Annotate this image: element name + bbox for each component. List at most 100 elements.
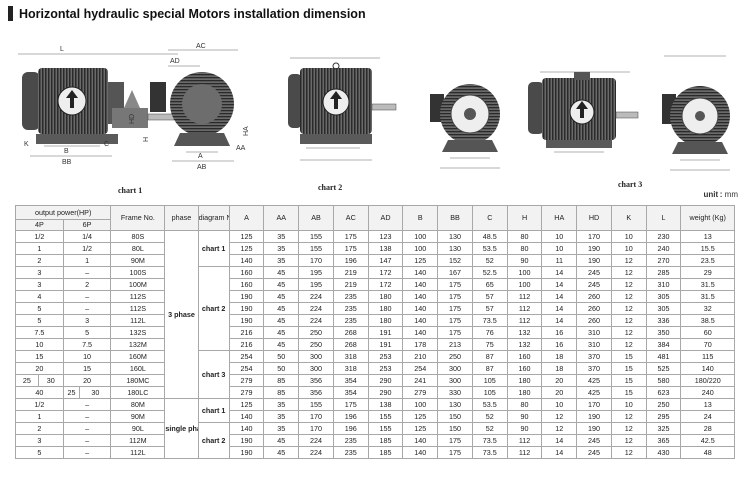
cell-4p: 40 (15, 386, 64, 399)
cell-dimension: 365 (645, 434, 682, 447)
cell-dimension: 285 (645, 266, 682, 279)
cell-6p: – (62, 422, 112, 435)
cell-dimension: 130 (437, 242, 473, 255)
cell-dimension: 219 (332, 266, 369, 279)
cell-frame: 112S (110, 290, 166, 303)
header-phase: phase (164, 205, 199, 231)
chart-label-1: chart 1 (118, 186, 143, 195)
cell-dimension: 52.5 (471, 266, 508, 279)
cell-dimension: 125 (228, 242, 265, 255)
header-col: L (645, 205, 682, 231)
cell-dimension: 50 (263, 362, 300, 375)
cell-dimension: 14 (541, 278, 578, 291)
cell-dimension: 180 (367, 290, 404, 303)
dim-AD: AD (170, 58, 180, 65)
dim-H: H (143, 137, 150, 142)
cell-dimension: 325 (645, 422, 682, 435)
cell-dimension: 10 (610, 242, 647, 255)
cell-dimension: 35 (263, 230, 300, 243)
cell-weight: 31.5 (680, 278, 735, 291)
cell-dimension: 175 (332, 398, 369, 411)
header-output-power: output power(HP) (14, 205, 112, 220)
cell-dimension: 45 (263, 278, 300, 291)
cell-dimension: 305 (645, 290, 682, 303)
cell-dimension: 318 (332, 350, 369, 363)
cell-weight: 48 (680, 446, 735, 459)
dimension-table: output power(HP) Frame No. phase diagram… (14, 205, 735, 459)
cell-dimension: 425 (576, 374, 612, 387)
chart3-side-view (528, 71, 639, 153)
chart2-side-view (288, 57, 397, 161)
cell-4p: 2 (15, 422, 64, 435)
cell-4p: 3 (15, 434, 64, 447)
cell-dimension: 305 (645, 302, 682, 315)
cell-dimension: 140 (402, 446, 439, 459)
cell-dimension: 279 (228, 374, 265, 387)
cell-dimension: 35 (263, 410, 300, 423)
cell-dimension: 354 (332, 374, 369, 387)
dim-B: B (64, 148, 69, 155)
cell-dimension: 20 (541, 374, 578, 387)
cell-weight: 23.5 (680, 254, 735, 267)
header-col: AB (298, 205, 334, 231)
cell-dimension: 300 (437, 374, 473, 387)
cell-6p: – (62, 290, 112, 303)
cell-weight: 38.5 (680, 314, 735, 327)
cell-dimension: 85 (263, 374, 300, 387)
cell-dimension: 253 (367, 362, 404, 375)
cell-dimension: 300 (298, 350, 334, 363)
cell-dimension: 18 (541, 362, 578, 375)
cell-dimension: 16 (541, 338, 578, 351)
cell-dimension: 336 (645, 314, 682, 327)
cell-dimension: 241 (402, 374, 439, 387)
cell-dimension: 254 (228, 362, 265, 375)
cell-4p: 1 (15, 242, 64, 255)
cell-weight: 31.5 (680, 290, 735, 303)
cell-dimension: 14 (541, 314, 578, 327)
cell-dimension: 290 (367, 386, 404, 399)
cell-dimension: 45 (263, 326, 300, 339)
cell-dimension: 35 (263, 398, 300, 411)
cell-dimension: 12 (610, 338, 647, 351)
header-col: B (402, 205, 439, 231)
cell-dimension: 140 (228, 254, 265, 267)
unit-value: mm (724, 190, 738, 199)
cell-dimension: 370 (576, 350, 612, 363)
cell-dimension: 224 (298, 302, 334, 315)
cell-dimension: 45 (263, 314, 300, 327)
cell-dimension: 175 (437, 290, 473, 303)
cell-dimension: 10 (610, 230, 647, 243)
cell-dimension: 12 (541, 410, 578, 423)
cell-dimension: 155 (298, 398, 334, 411)
cell-dimension: 15 (610, 374, 647, 387)
cell-dimension: 140 (402, 434, 439, 447)
cell-dimension: 350 (645, 326, 682, 339)
dim-L: L (60, 46, 64, 53)
cell-dimension: 235 (332, 290, 369, 303)
cell-dimension: 57 (471, 302, 508, 315)
cell-4p: 3 (15, 278, 64, 291)
cell-dimension: 190 (576, 422, 612, 435)
cell-frame: 90M (110, 410, 166, 423)
cell-dimension: 53.5 (471, 398, 508, 411)
cell-dimension: 15 (610, 386, 647, 399)
cell-dimension: 14 (541, 302, 578, 315)
cell-frame: 100S (110, 266, 166, 279)
cell-dimension: 175 (437, 314, 473, 327)
cell-dimension: 175 (332, 242, 369, 255)
cell-dimension: 219 (332, 278, 369, 291)
cell-dimension: 191 (367, 338, 404, 351)
cell-dimension: 430 (645, 446, 682, 459)
cell-dimension: 216 (228, 338, 265, 351)
cell-dimension: 310 (576, 338, 612, 351)
cell-6p: 30 (79, 386, 112, 399)
cell-diagram: chart 2 (197, 266, 230, 351)
